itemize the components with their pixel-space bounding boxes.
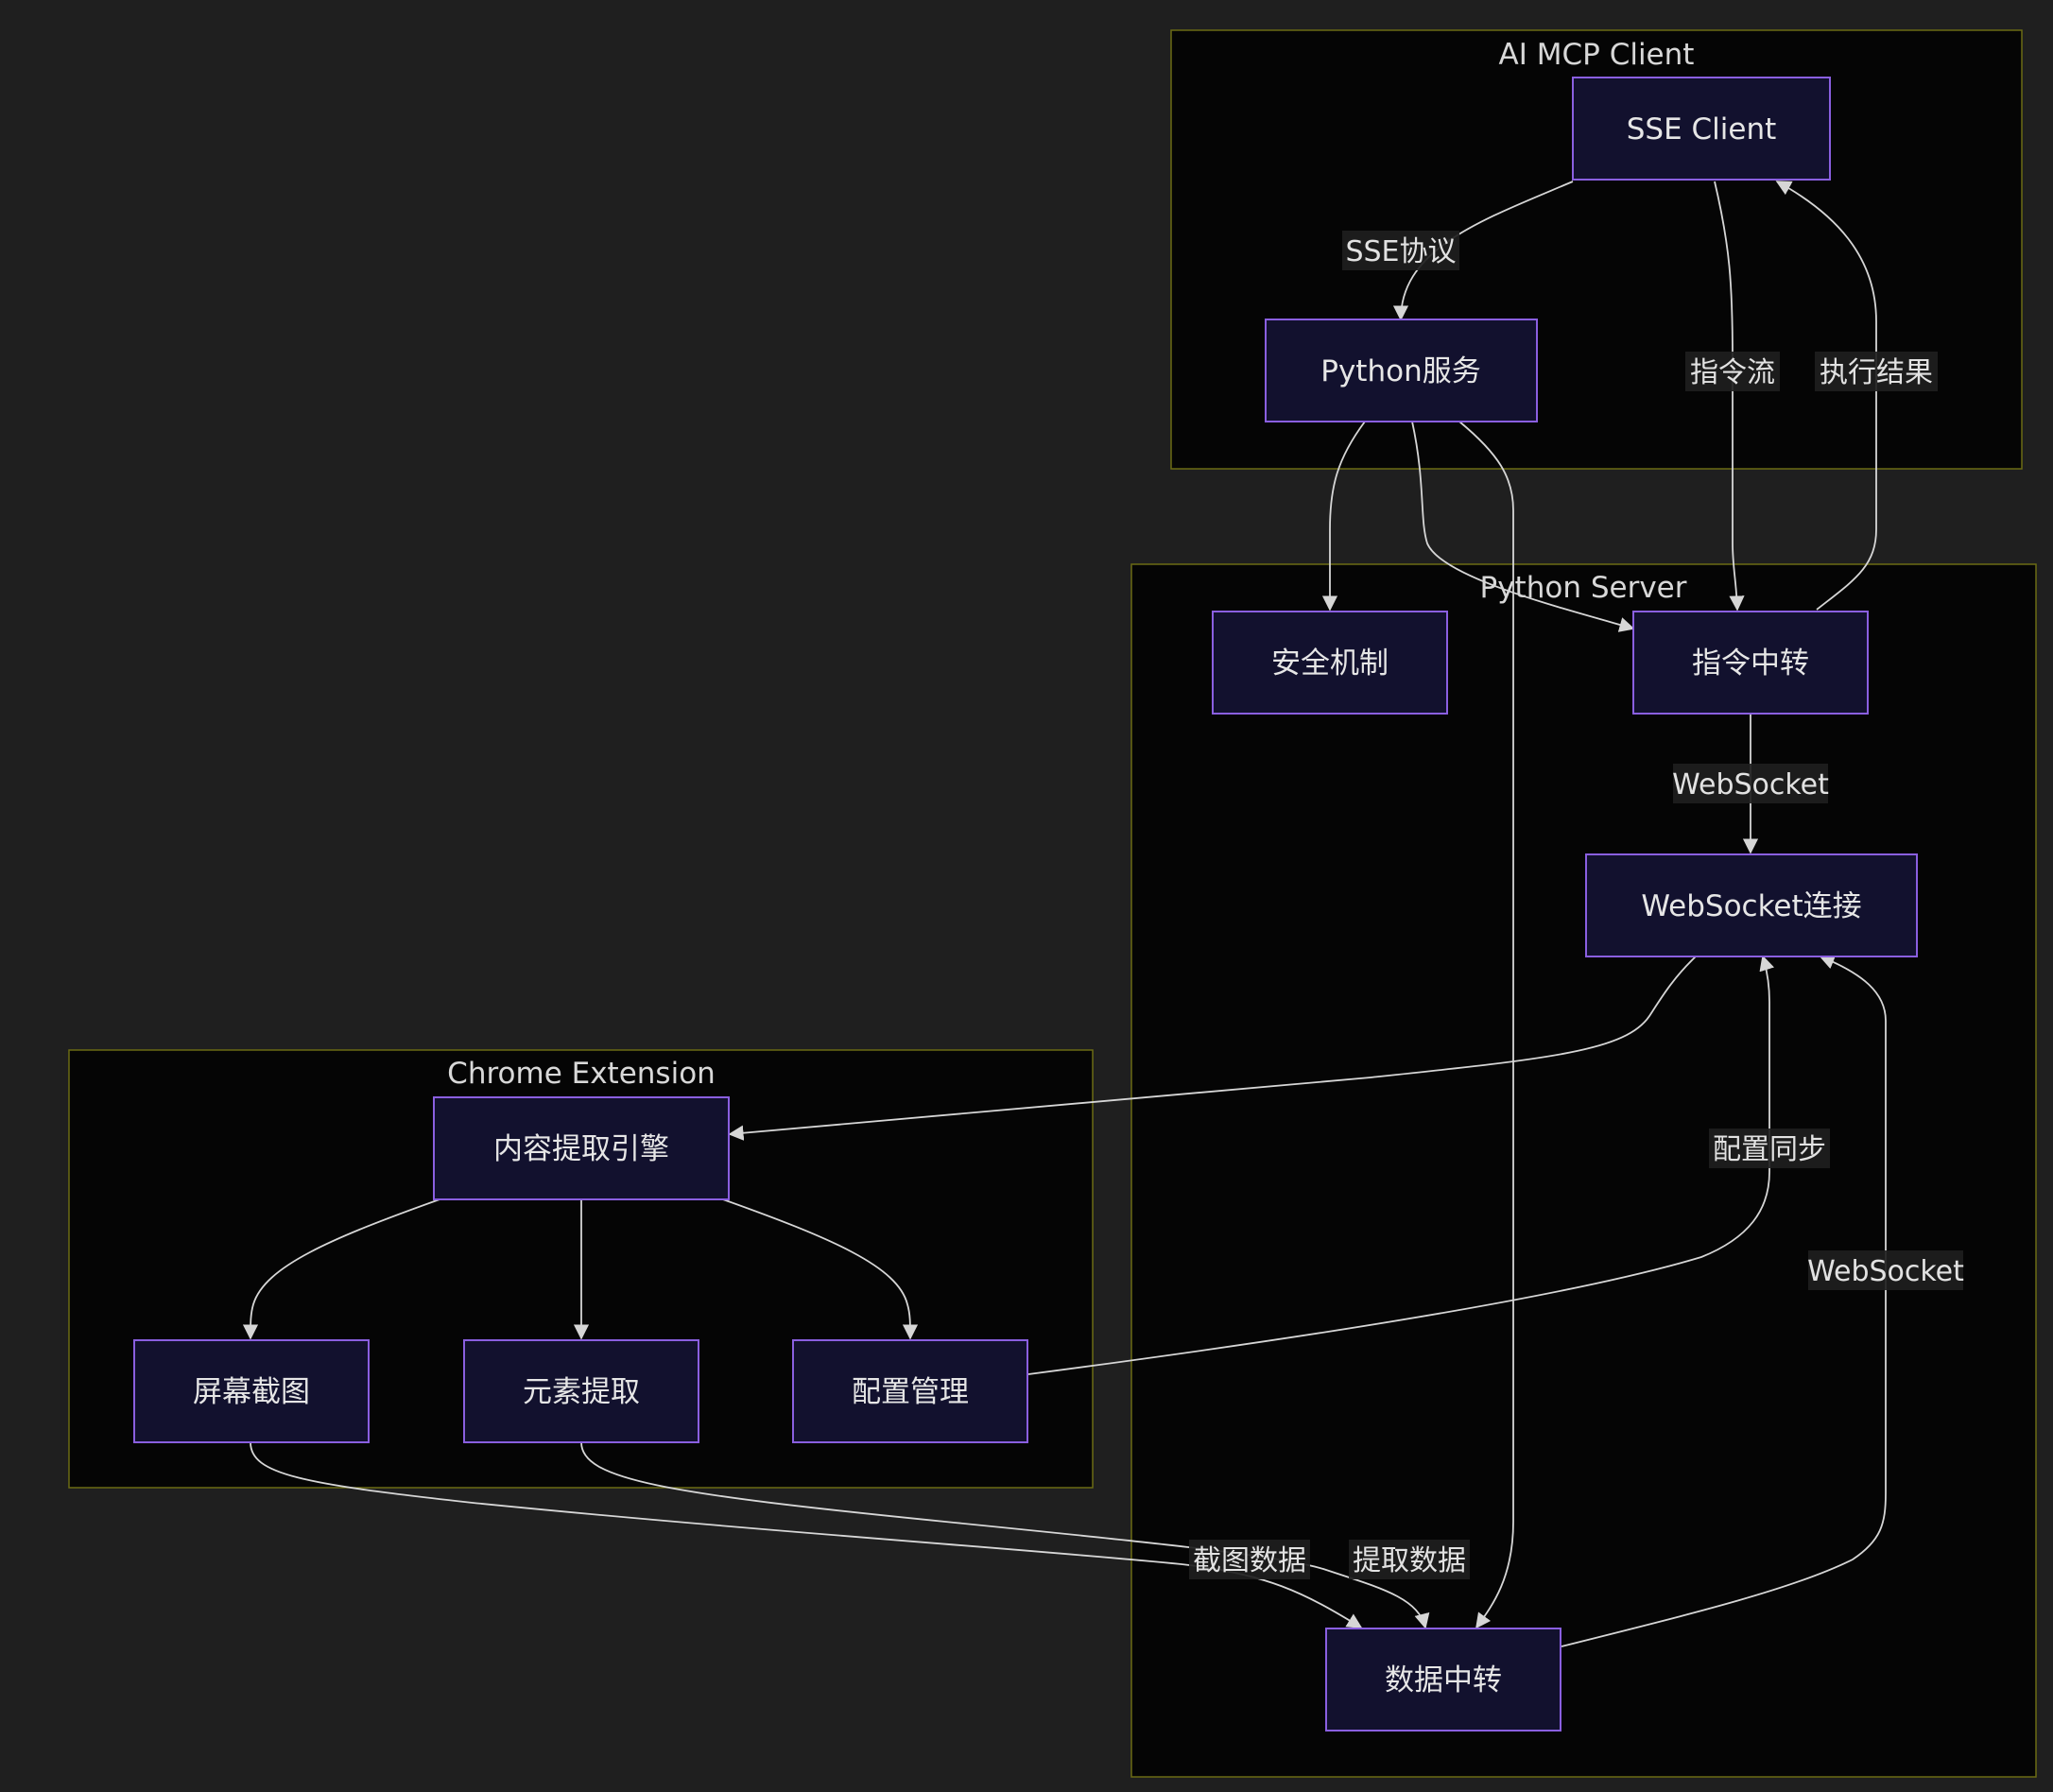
node-label-command-relay: 指令中转 [1692, 646, 1809, 681]
edge-label-extract-data: 提取数据 [1353, 1544, 1466, 1577]
edges [242, 181, 1887, 1647]
edge-command-relay-to-sse-client [1775, 181, 1877, 611]
node-label-screenshot: 屏幕截图 [193, 1375, 310, 1409]
node-content-engine[interactable]: 内容提取引擎 [433, 1096, 730, 1200]
node-config-mgmt[interactable]: 配置管理 [792, 1339, 1028, 1443]
node-screenshot[interactable]: 屏幕截图 [133, 1339, 370, 1443]
node-label-python-service: Python服务 [1320, 354, 1480, 388]
edge-content-engine-to-config-mgmt [719, 1198, 919, 1340]
edge-python-service-to-security [1321, 421, 1366, 612]
node-label-element-extract: 元素提取 [523, 1375, 640, 1409]
cluster-title-python-server: Python Server [1480, 571, 1687, 605]
node-label-data-relay: 数据中转 [1385, 1663, 1502, 1697]
edge-label-sse-protocol: SSE协议 [1345, 235, 1456, 268]
node-label-content-engine: 内容提取引擎 [493, 1132, 669, 1166]
edge-label-config-sync: 配置同步 [1713, 1133, 1826, 1166]
node-security[interactable]: 安全机制 [1212, 611, 1448, 715]
nodes: SSE Client Python服务 安全机制 指令中转 WebSocket连… [133, 77, 1918, 1732]
node-python-service[interactable]: Python服务 [1265, 319, 1538, 422]
node-label-config-mgmt: 配置管理 [852, 1375, 969, 1409]
node-command-relay[interactable]: 指令中转 [1632, 611, 1869, 715]
edge-data-relay-to-websocket-conn [1561, 955, 1887, 1647]
edge-content-engine-to-screenshot [242, 1198, 443, 1340]
edge-config-mgmt-to-websocket-conn [1027, 955, 1775, 1375]
node-label-security: 安全机制 [1271, 646, 1389, 681]
edge-label-command-stream: 指令流 [1690, 356, 1775, 389]
edge-python-service-to-command-relay [1411, 421, 1635, 632]
edge-label-websocket-1: WebSocket [1672, 768, 1829, 801]
cluster-title-chrome-extension: Chrome Extension [447, 1057, 716, 1091]
edge-label-exec-result: 执行结果 [1820, 356, 1933, 389]
node-sse-client[interactable]: SSE Client [1572, 77, 1831, 181]
node-label-sse-client: SSE Client [1627, 112, 1777, 146]
edge-websocket-conn-to-content-engine [728, 956, 1697, 1141]
edge-element-extract-to-data-relay [580, 1441, 1430, 1629]
edge-label-websocket-2: WebSocket [1807, 1255, 1964, 1288]
cluster-python-server: Python Server [1130, 563, 2037, 1778]
node-data-relay[interactable]: 数据中转 [1325, 1628, 1561, 1732]
edge-label-screenshot-data: 截图数据 [1193, 1544, 1306, 1577]
edge-labels: SSE协议 指令流 执行结果 WebSocket 配置同步 WebSocket … [1189, 231, 1964, 1579]
edge-python-service-to-data-relay [1458, 421, 1514, 1629]
node-element-extract[interactable]: 元素提取 [463, 1339, 699, 1443]
node-websocket-conn[interactable]: WebSocket连接 [1585, 853, 1918, 957]
cluster-title-ai-mcp-client: AI MCP Client [1499, 38, 1695, 72]
edge-sse-client-to-command-relay [1714, 181, 1745, 612]
node-label-websocket-conn: WebSocket连接 [1641, 889, 1861, 923]
